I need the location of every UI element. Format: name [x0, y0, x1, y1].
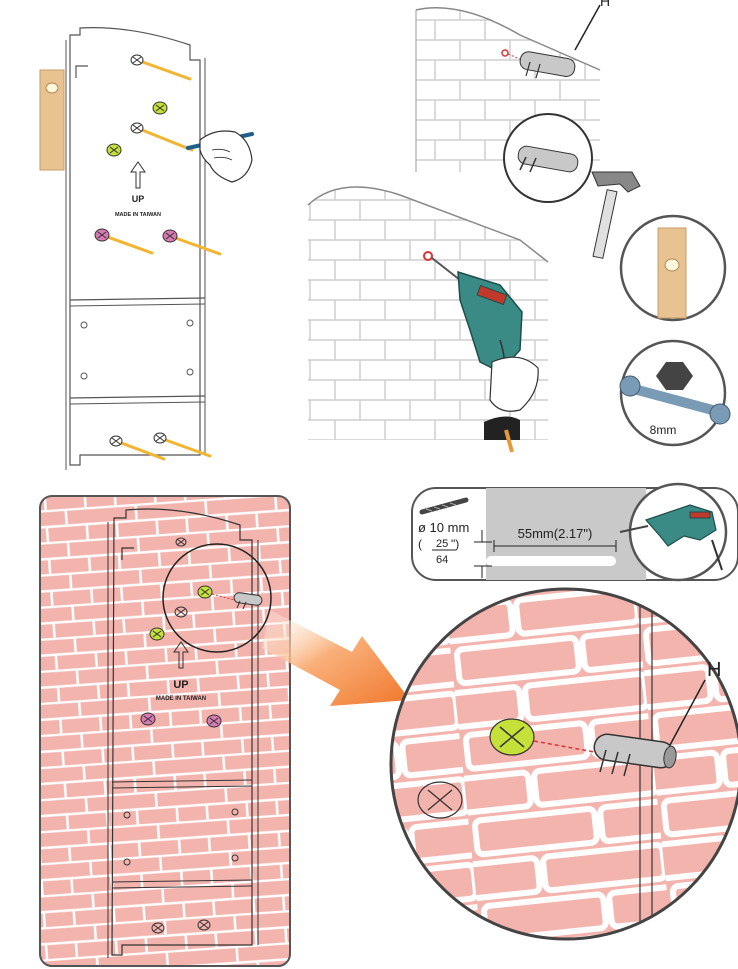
drilling-panel — [308, 187, 548, 452]
wrench-size-label: 8mm — [650, 423, 677, 437]
bit-diameter-label: ø 10 mm — [418, 520, 469, 535]
drill-depth-label: 55mm(2.17") — [518, 526, 593, 541]
fraction-close: ") — [451, 537, 459, 551]
wood-block-tool — [621, 216, 725, 320]
wall-made-in-label: MADE IN TAIWAN — [156, 696, 206, 702]
wrench-tool: 8mm — [620, 341, 730, 445]
fraction-open: ( — [418, 537, 422, 551]
wood-block-slot-icon — [665, 259, 679, 271]
fraction-numerator: 25 — [436, 538, 448, 550]
wall-mount-panel: UP MADE IN TAIWAN — [40, 496, 290, 966]
anchor-detail-label: H — [707, 659, 721, 681]
wood-block-slot — [46, 83, 58, 93]
template-made-in-label: MADE IN TAIWAN — [115, 212, 161, 218]
drill-spec-panel: ø 10 mm ( 25 ") 64 55mm(2.17") — [412, 484, 738, 580]
anchor-detail-circle: H — [380, 580, 738, 960]
anchor-top-label: H — [600, 0, 610, 9]
fraction-denominator: 64 — [436, 554, 448, 566]
wall-up-label: UP — [173, 679, 188, 691]
template-up-label: UP — [132, 194, 145, 204]
marking-panel: UP MADE IN TAIWAN — [40, 28, 252, 470]
